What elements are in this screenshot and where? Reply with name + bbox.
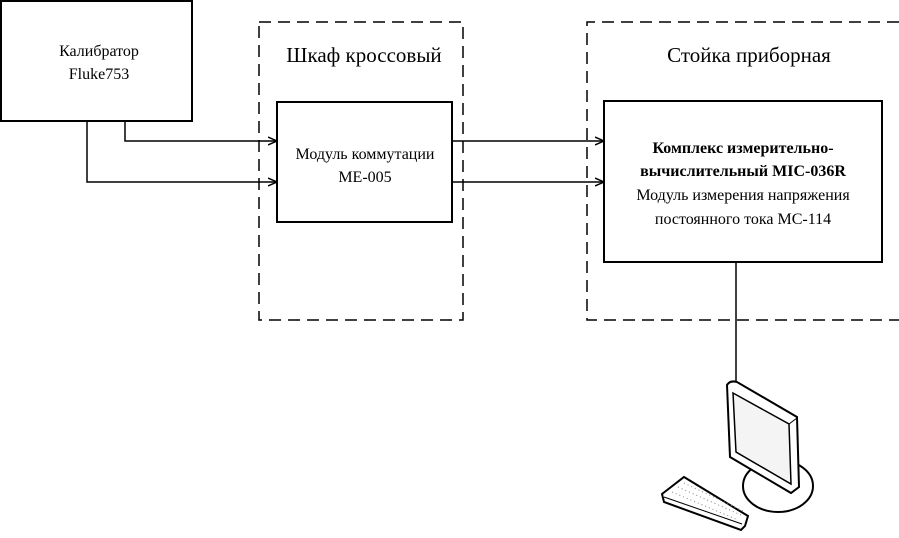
switch-module-label-1: Модуль коммутации (296, 146, 435, 163)
calibrator-label-1: Калибратор (59, 43, 139, 60)
rack-title: Стойка приборная (667, 43, 831, 67)
switch-module-block: Модуль коммутации МЕ-005 (276, 101, 453, 223)
rack-container: Стойка приборная (586, 21, 899, 321)
cabinet-title: Шкаф кроссовый (286, 43, 441, 67)
complex-label-4: постоянного тока МС-114 (655, 211, 831, 228)
complex-label-1: Комплекс измерительно- (652, 140, 833, 157)
complex-label-2: вычислительный MIC-036R (640, 163, 846, 180)
complex-block: Комплекс измерительно- вычислительный MI… (603, 100, 883, 263)
computer-workstation-icon (660, 380, 814, 532)
connector-calibrator-to-switch-1 (124, 121, 277, 141)
connector-calibrator-to-switch-2 (86, 121, 277, 182)
calibrator-block: Калибратор Fluke753 (0, 0, 193, 122)
calibrator-label-2: Fluke753 (69, 66, 129, 83)
switch-module-label-2: МЕ-005 (338, 169, 391, 186)
complex-label-3: Модуль измерения напряжения (636, 187, 850, 204)
cabinet-container: Шкаф кроссовый (258, 21, 464, 321)
